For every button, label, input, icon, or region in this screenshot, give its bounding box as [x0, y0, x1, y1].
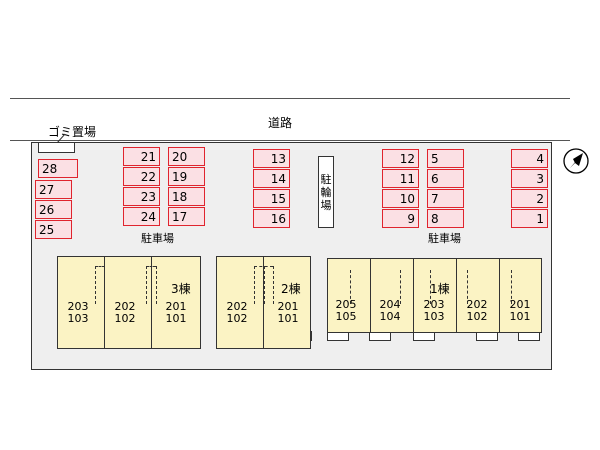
unit-number-upper: 202: [226, 300, 248, 313]
garbage-leader-line: [56, 133, 66, 144]
unit-number-upper: 205: [335, 298, 357, 311]
stair-divider: [95, 266, 105, 267]
unit-number-upper: 204: [379, 298, 401, 311]
bicycle-parking-char: 駐: [320, 172, 332, 186]
unit-block[interactable]: [499, 258, 542, 333]
building-label: 2棟: [281, 282, 301, 296]
parking-slot-5[interactable]: 5: [427, 149, 464, 168]
unit-number-lower: 102: [114, 312, 136, 325]
stair-divider: [273, 266, 274, 304]
building-label: 3棟: [171, 282, 191, 296]
unit-block[interactable]: [327, 258, 371, 333]
stair-divider: [156, 266, 157, 304]
parking-slot-13[interactable]: 13: [253, 149, 290, 168]
north-arrow-icon: [563, 148, 589, 174]
building-label: 1棟: [430, 282, 450, 296]
unit-block[interactable]: [413, 258, 457, 333]
parking-slot-18[interactable]: 18: [168, 187, 205, 206]
garbage-area: [38, 142, 75, 153]
unit-number-lower: 102: [226, 312, 248, 325]
parking-slot-3[interactable]: 3: [511, 169, 548, 188]
parking-slot-27[interactable]: 27: [35, 180, 72, 199]
parking-slot-22[interactable]: 22: [123, 167, 160, 186]
unit-number-upper: 201: [165, 300, 187, 313]
stair-divider: [146, 266, 156, 267]
stair-divider: [95, 266, 96, 304]
unit-block[interactable]: [370, 258, 414, 333]
parking-slot-26[interactable]: 26: [35, 200, 72, 219]
stair-divider: [350, 270, 351, 304]
parking-slot-16[interactable]: 16: [253, 209, 290, 228]
parking-slot-2[interactable]: 2: [511, 189, 548, 208]
unit-number-upper: 201: [277, 300, 299, 313]
parking-slot-15[interactable]: 15: [253, 189, 290, 208]
parking-slot-24[interactable]: 24: [123, 207, 160, 226]
unit-number-upper: 202: [114, 300, 136, 313]
parking-slot-9[interactable]: 9: [382, 209, 419, 228]
stair-divider: [400, 270, 401, 304]
unit-number-lower: 101: [509, 310, 531, 323]
stair-divider: [430, 270, 431, 304]
unit-block[interactable]: [104, 256, 152, 349]
road-label: 道路: [268, 116, 293, 130]
garbage-label: ゴミ置場: [48, 125, 97, 139]
parking-slot-14[interactable]: 14: [253, 169, 290, 188]
unit-number-upper: 201: [509, 298, 531, 311]
stair-divider: [146, 266, 147, 304]
parking-slot-17[interactable]: 17: [168, 207, 205, 226]
parking-slot-10[interactable]: 10: [382, 189, 419, 208]
unit-number-lower: 103: [423, 310, 445, 323]
stair-divider: [254, 266, 273, 267]
parking-slot-21[interactable]: 21: [123, 147, 160, 166]
parking-slot-4[interactable]: 4: [511, 149, 548, 168]
unit-number-lower: 101: [165, 312, 187, 325]
parking-slot-11[interactable]: 11: [382, 169, 419, 188]
road-line-bottom: [10, 140, 570, 141]
unit-block[interactable]: [263, 256, 311, 349]
parking-slot-25[interactable]: 25: [35, 220, 72, 239]
parking-slot-19[interactable]: 19: [168, 167, 205, 186]
parking-slot-8[interactable]: 8: [427, 209, 464, 228]
unit-number-upper: 203: [423, 298, 445, 311]
parking-slot-28[interactable]: 28: [38, 159, 78, 178]
road-line-top: [10, 98, 570, 99]
parking-slot-7[interactable]: 7: [427, 189, 464, 208]
unit-number-lower: 105: [335, 310, 357, 323]
unit-block[interactable]: [456, 258, 500, 333]
parking-label-left: 駐車場: [141, 232, 174, 245]
bicycle-parking: 駐 輪 場: [318, 156, 334, 228]
stair-divider: [511, 270, 512, 304]
unit-number-lower: 104: [379, 310, 401, 323]
bicycle-parking-char: 輪: [320, 185, 332, 199]
parking-label-right: 駐車場: [428, 232, 461, 245]
unit-number-upper: 202: [466, 298, 488, 311]
unit-block[interactable]: [216, 256, 264, 349]
parking-slot-1[interactable]: 1: [511, 209, 548, 228]
parking-slot-6[interactable]: 6: [427, 169, 464, 188]
unit-number-upper: 203: [67, 300, 89, 313]
unit-block[interactable]: [151, 256, 201, 349]
unit-number-lower: 103: [67, 312, 89, 325]
bicycle-parking-char: 場: [320, 198, 332, 212]
parking-slot-23[interactable]: 23: [123, 187, 160, 206]
stair-divider: [467, 270, 468, 304]
parking-slot-12[interactable]: 12: [382, 149, 419, 168]
unit-number-lower: 102: [466, 310, 488, 323]
unit-number-lower: 101: [277, 312, 299, 325]
unit-block[interactable]: [57, 256, 105, 349]
parking-slot-20[interactable]: 20: [168, 147, 205, 166]
stair-divider: [264, 266, 265, 304]
stair-divider: [254, 266, 255, 304]
